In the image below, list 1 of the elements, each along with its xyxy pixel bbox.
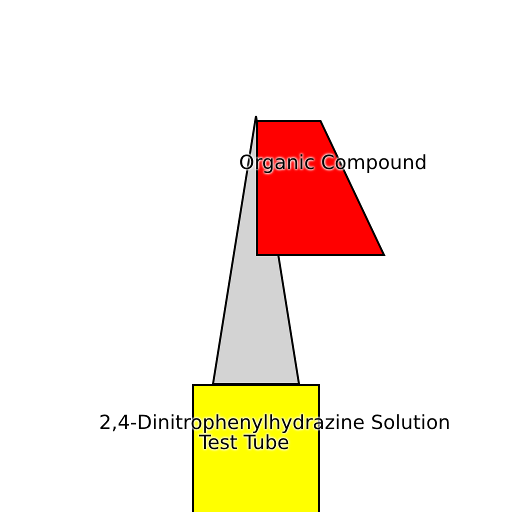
shape-label: Test Tube	[199, 432, 290, 454]
